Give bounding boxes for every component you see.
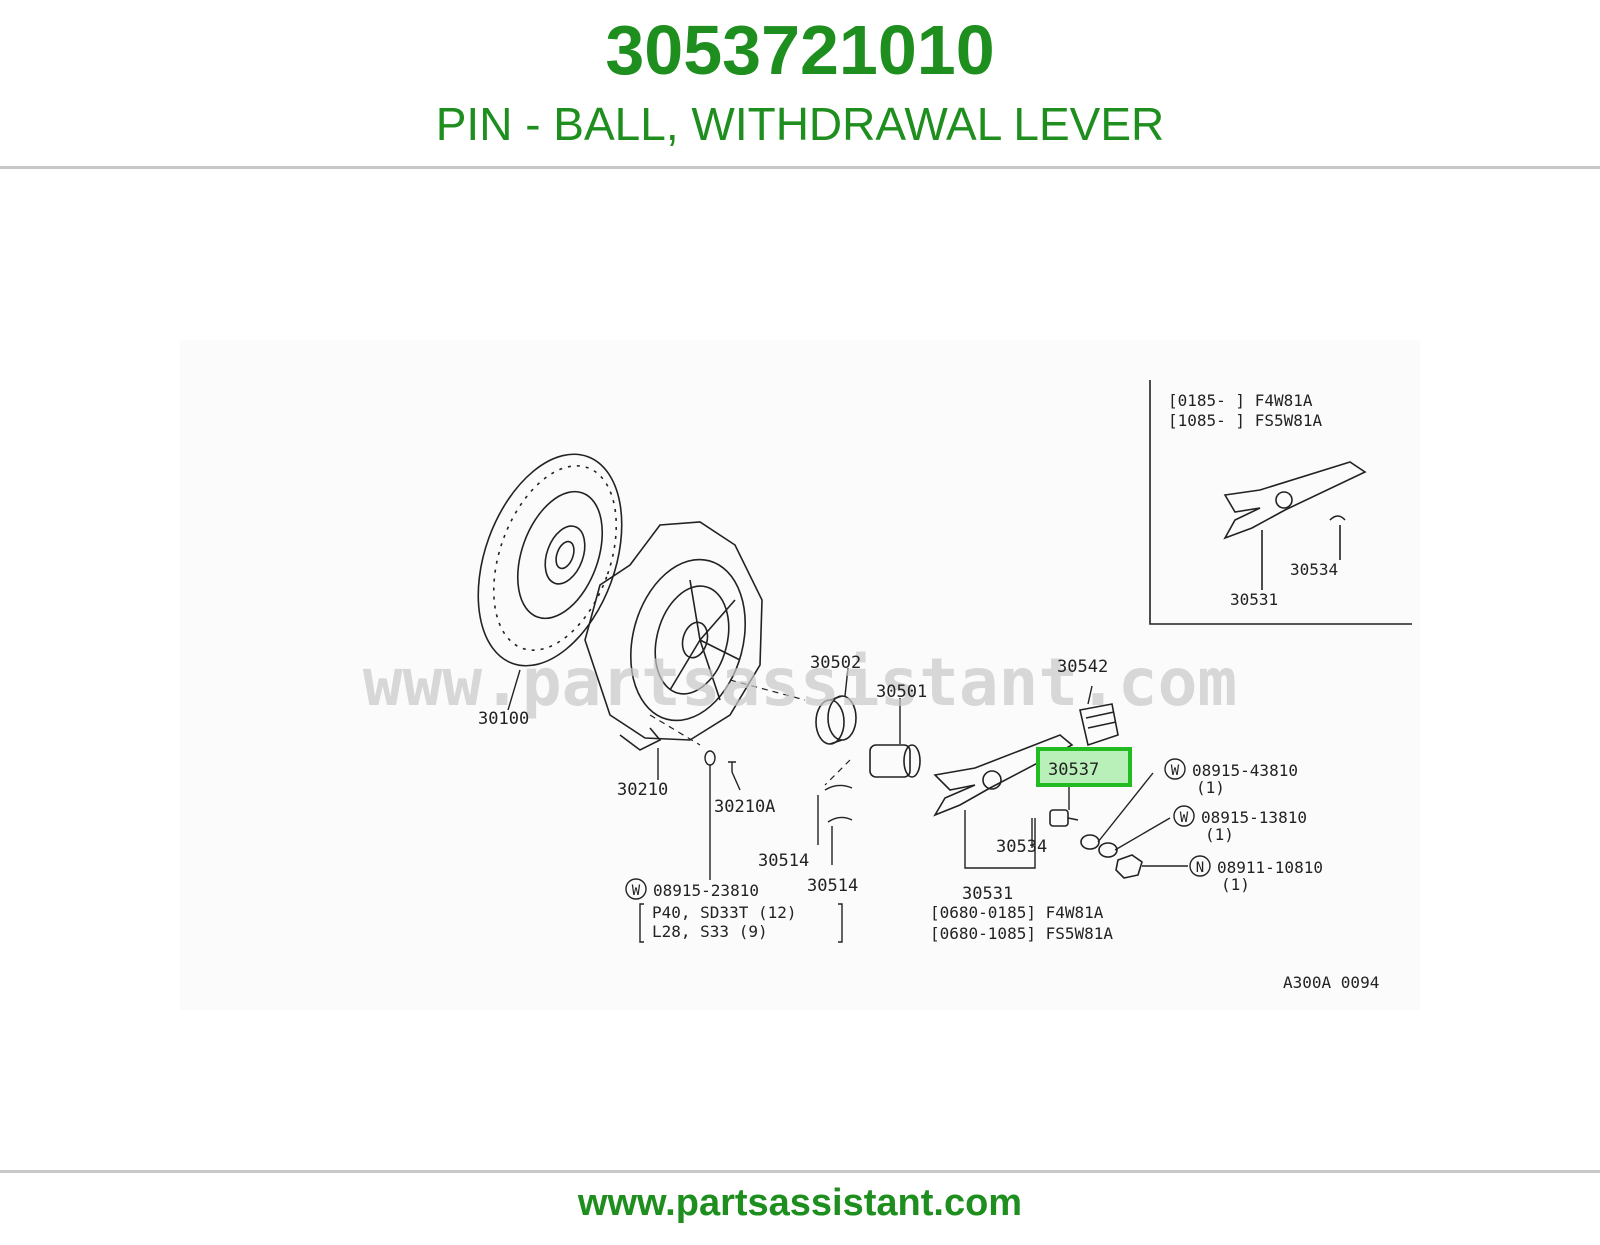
applicability-range: [0680-1085] FS5W81A [930, 924, 1113, 943]
withdrawal-lever-icon [933, 734, 1074, 817]
label-08915-13810: 08915-13810 [1201, 808, 1307, 827]
inset-lever-icon [1223, 461, 1367, 590]
label-08915-23810: 08915-23810 [653, 881, 759, 900]
quantity: (1) [1221, 875, 1250, 894]
inset-panel: [0185- ] F4W81A [1085- ] FS5W81A 30534 3… [1149, 380, 1412, 625]
application-note: P40, SD33T (12) [652, 903, 797, 922]
inset-label-30531: 30531 [1230, 590, 1278, 609]
inset-range: [1085- ] FS5W81A [1168, 411, 1322, 430]
ball-pin-icon [1049, 809, 1079, 827]
washer-symbol-icon [1173, 805, 1195, 827]
label-30537[interactable]: 30537 [1048, 760, 1099, 780]
diagram-background [180, 340, 1420, 1010]
label-08915-43810: 08915-43810 [1192, 761, 1298, 780]
highlight-30537[interactable] [1036, 747, 1132, 787]
washer-symbol-icon [1164, 758, 1186, 780]
label-30502: 30502 [810, 653, 861, 673]
applicability-range: [0680-0185] F4W81A [930, 903, 1104, 922]
nut-icon [1115, 854, 1143, 879]
dust-boot-icon [1079, 703, 1119, 747]
washer-symbol-icon [625, 878, 647, 900]
label-30514: 30514 [807, 876, 858, 896]
symbol-w: W [1171, 763, 1180, 779]
label-30531: 30531 [962, 884, 1013, 904]
footer-divider [0, 1170, 1600, 1173]
symbol-n: N [1196, 860, 1204, 876]
application-note: L28, S33 (9) [652, 922, 768, 941]
clip-icon [824, 784, 853, 823]
label-30210A: 30210A [714, 797, 775, 817]
label-30534: 30534 [996, 837, 1047, 857]
release-bearing-icon [815, 695, 857, 745]
leader-lines [507, 667, 1188, 880]
washer-icon [1080, 834, 1118, 858]
header-divider [0, 166, 1600, 169]
footer-website-link[interactable]: www.partsassistant.com [577, 1182, 1023, 1224]
clutch-disc-icon [477, 453, 623, 667]
label-08911-10810: 08911-10810 [1217, 858, 1323, 877]
inset-range: [0185- ] F4W81A [1168, 391, 1313, 410]
quantity: (1) [1205, 825, 1234, 844]
nut-symbol-icon [1189, 855, 1211, 877]
part-name-subtitle: PIN - BALL, WITHDRAWAL LEVER [435, 98, 1165, 150]
symbol-w: W [632, 883, 641, 899]
label-30514: 30514 [758, 851, 809, 871]
label-30542: 30542 [1057, 657, 1108, 677]
clutch-cover-icon [584, 521, 763, 751]
part-number-title: 3053721010 [605, 11, 995, 89]
symbol-w: W [1180, 810, 1189, 826]
inset-label-30534: 30534 [1290, 560, 1338, 579]
alignment-lines [649, 679, 851, 786]
label-30501: 30501 [876, 682, 927, 702]
diagram-code: A300A 0094 [1283, 973, 1379, 992]
label-30100: 30100 [478, 709, 529, 729]
page-header: 3053721010 PIN - BALL, WITHDRAWAL LEVER [0, 0, 1600, 168]
label-30210: 30210 [617, 780, 668, 800]
watermark-text: www.partsassistant.com [363, 644, 1237, 721]
quantity: (1) [1196, 778, 1225, 797]
bearing-sleeve-icon [869, 744, 921, 778]
